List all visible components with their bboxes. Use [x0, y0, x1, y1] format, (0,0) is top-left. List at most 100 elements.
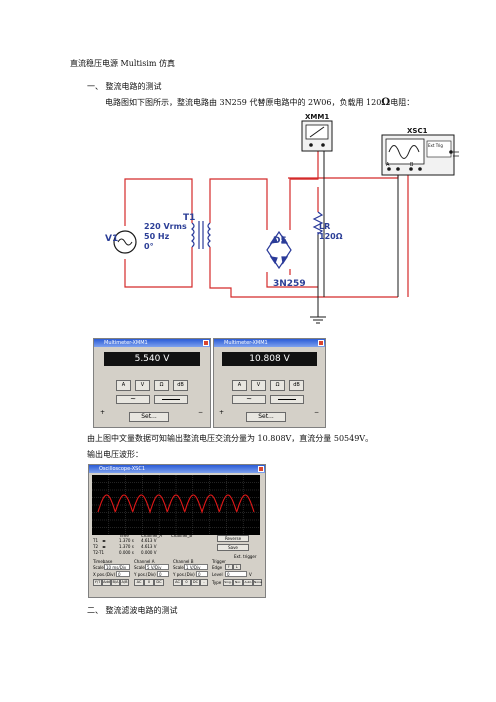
trigger-level-label: Level	[212, 572, 223, 577]
cursor-t2-channel-a: 4.613 V	[141, 544, 157, 549]
section1-heading: 一、 整流电路的测试	[87, 82, 162, 91]
trigger-falling-edge-icon[interactable]: ↓	[233, 564, 241, 570]
multimeter-window-2: Multimeter-XMM1 10.808 V A V Ω dB ~ Set.…	[213, 338, 326, 428]
doc-title: 直流稳压电源 Multisim 仿真	[70, 59, 176, 68]
resistor-label: LR	[319, 222, 331, 231]
ac-mode-button[interactable]: ~	[232, 395, 266, 404]
channel-a-scale-label: Scale	[134, 565, 145, 570]
ohmmeter-button[interactable]: Ω	[270, 380, 285, 391]
channel-b-dc-button[interactable]: DC	[191, 579, 200, 586]
channel-a-zero-button[interactable]: 0	[144, 579, 154, 586]
plus-terminal-label: +	[100, 409, 106, 416]
decibel-button[interactable]: dB	[289, 380, 304, 391]
oscilloscope-titlebar: Oscilloscope-XSC1	[89, 465, 265, 473]
timebase-xpos-field[interactable]: 0	[116, 571, 130, 577]
trigger-rising-edge-icon[interactable]: ↑	[225, 564, 233, 570]
source-frequency-label: 50 Hz	[144, 232, 170, 241]
channel-a-ypos-field[interactable]: 0	[157, 571, 169, 577]
channel-a-dc-button[interactable]: DC	[154, 579, 164, 586]
paragraph-2: 由上图中文量数据可知输出整流电压交流分量为 10.808V，直流分量 50549…	[87, 434, 374, 443]
scope-pin-a-label: A	[386, 162, 390, 168]
channel-b-ypos-field[interactable]: 0	[196, 571, 208, 577]
close-icon[interactable]	[318, 340, 324, 346]
cursor-t2-label: T2	[93, 544, 98, 549]
table-header-channel-a: Channel_A	[141, 533, 163, 538]
source-phase-label: 0°	[144, 242, 154, 251]
multimeter-2-display: 10.808 V	[222, 352, 317, 366]
scope-symbol-label: XSC1	[407, 127, 428, 135]
table-header-time: Time	[119, 533, 129, 538]
paragraph-1: 电路图如下图所示，整流电路由 3N259 代替原电路中的 2W06，负载用 12…	[105, 98, 414, 108]
trigger-level-field[interactable]: 0	[225, 571, 247, 577]
channel-b-scale-label: Scale	[173, 565, 184, 570]
channel-a-title: Channel A	[134, 559, 155, 564]
set-button[interactable]: Set...	[246, 412, 286, 422]
close-icon[interactable]	[258, 466, 264, 472]
resistor-value-label: 120Ω	[319, 232, 343, 241]
paragraph-1-text: 电路图如下图所示，整流电路由 3N259 代替原电路中的 2W06，负载用 12…	[105, 98, 382, 107]
timebase-scale-label: Scale	[93, 565, 104, 570]
scope-pin-b-label: B	[410, 162, 414, 168]
save-button[interactable]: Save	[217, 544, 249, 551]
trigger-auto-button[interactable]: Auto	[243, 579, 253, 586]
cursor-delta-channel-a: 0.000 V	[141, 550, 157, 555]
mode-ab-button[interactable]: A/B	[120, 579, 129, 586]
trigger-level-unit: V	[249, 572, 252, 577]
channel-a-scale-field[interactable]: 5 V/Div	[145, 564, 169, 570]
cursor-t1-left-arrow[interactable]: ◂▸	[102, 538, 107, 543]
channel-b-minus-button[interactable]: -	[200, 579, 208, 586]
ohm-symbol: Ω	[381, 97, 391, 108]
dc-mode-button[interactable]	[270, 395, 304, 404]
trigger-single-button[interactable]: Sing.	[223, 579, 233, 586]
diode-label: D5	[273, 236, 287, 246]
trigger-none-button[interactable]: None	[253, 579, 262, 586]
bridge-part-label: 3N259	[273, 279, 306, 289]
transformer-label: T1	[183, 213, 196, 223]
circuit-schematic	[113, 120, 459, 324]
minus-terminal-label: −	[198, 409, 204, 416]
channel-b-ac-button[interactable]: AC	[173, 579, 182, 586]
cursor-t1-time: 1.370 s	[119, 538, 134, 543]
cursor-t2-left-arrow[interactable]: ◂▸	[102, 544, 107, 549]
cursor-t2-time: 1.370 s	[119, 544, 134, 549]
channel-b-ypos-label: Y pos.(Div)	[173, 572, 195, 577]
channel-a-trace	[97, 494, 255, 514]
trigger-normal-button[interactable]: Nor.	[233, 579, 243, 586]
voltmeter-button[interactable]: V	[135, 380, 150, 391]
set-button[interactable]: Set...	[129, 412, 169, 422]
section2-heading: 二、 整流滤波电路的测试	[87, 606, 178, 615]
dc-mode-button[interactable]	[154, 395, 188, 404]
decibel-button[interactable]: dB	[173, 380, 188, 391]
source-voltage-label: 220 Vrms	[144, 222, 187, 231]
close-icon[interactable]	[203, 340, 209, 346]
ac-mode-button[interactable]: ~	[116, 395, 150, 404]
channel-b-scale-field[interactable]: 1 V/Div	[184, 564, 208, 570]
ammeter-button[interactable]: A	[232, 380, 247, 391]
ext-trigger-label: Ext. trigger	[234, 554, 257, 559]
mode-yt-button[interactable]: Y/T	[93, 579, 102, 586]
multimeter-window-1: Multimeter-XMM1 5.540 V A V Ω dB ~ Set..…	[93, 338, 211, 428]
multimeter-1-titlebar: Multimeter-XMM1	[94, 339, 210, 347]
cursor-t1-label: T1	[93, 538, 98, 543]
mode-ba-button[interactable]: B/A	[111, 579, 120, 586]
cursor-delta-time: 0.000 s	[119, 550, 134, 555]
voltmeter-button[interactable]: V	[251, 380, 266, 391]
oscilloscope-window: Oscilloscope-XSC1 T1 T2 T2-T1 ◂▸ ◂▸ Time…	[88, 464, 266, 598]
reverse-button[interactable]: Reverse	[217, 535, 249, 542]
channel-a-ypos-label: Y pos.(Div)	[134, 572, 156, 577]
ohmmeter-button[interactable]: Ω	[154, 380, 169, 391]
timebase-scale-field[interactable]: 10 ms/Div	[104, 564, 130, 570]
channel-a-ac-button[interactable]: AC	[134, 579, 144, 586]
multimeter-1-display: 5.540 V	[104, 352, 200, 366]
channel-b-zero-button[interactable]: 0	[182, 579, 191, 586]
ammeter-button[interactable]: A	[116, 380, 131, 391]
scope-ext-trig-label: Ext Trig	[428, 143, 443, 148]
plus-terminal-label: +	[219, 409, 225, 416]
source-name-label: V1	[105, 234, 119, 244]
trigger-title: Trigger	[212, 559, 226, 564]
channel-b-title: Channel B	[173, 559, 194, 564]
cursor-delta-label: T2-T1	[93, 550, 105, 555]
mode-add-button[interactable]: Add	[102, 579, 111, 586]
multimeter-2-titlebar: Multimeter-XMM1	[214, 339, 325, 347]
timebase-xpos-label: X pos.(Div)	[93, 572, 116, 577]
